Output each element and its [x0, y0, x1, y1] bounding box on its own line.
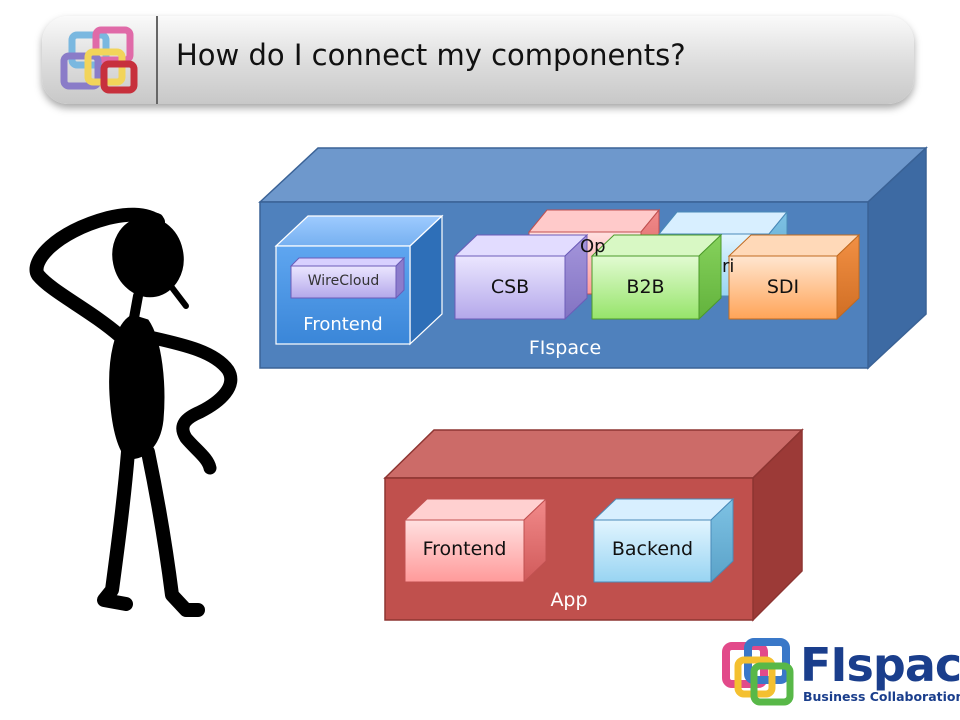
- app-frontend-label: Frontend: [422, 538, 507, 560]
- back-block-pink-label: Op: [580, 236, 606, 257]
- slide-logo-icon: [60, 26, 138, 94]
- app-top-face: [383, 429, 804, 479]
- title-divider: [156, 16, 158, 104]
- csb-label: CSB: [490, 276, 530, 298]
- slide-title: How do I connect my components?: [176, 38, 686, 72]
- brand-tagline: Business Collaboration: [803, 689, 960, 704]
- fispace-logo-icon: [722, 638, 794, 706]
- fispace-label: FIspace: [528, 337, 602, 359]
- wirecloud-block: [289, 256, 406, 300]
- b2b-block: [590, 233, 723, 321]
- app-label: App: [550, 589, 588, 611]
- fispace-frontend-label: Frontend: [303, 314, 383, 335]
- fispace-top-face: [258, 147, 928, 203]
- app-backend-label: Backend: [611, 538, 694, 560]
- sdi-label: SDI: [766, 276, 800, 298]
- thinking-figure-clipart: [29, 207, 238, 617]
- sdi-block: [727, 233, 861, 321]
- app-backend-block: [592, 497, 735, 584]
- brand-name: FIspace: [800, 638, 960, 692]
- back-block-lightblue-label: ri: [722, 256, 735, 277]
- app-frontend-block: [403, 497, 548, 584]
- csb-block: [453, 233, 589, 321]
- b2b-label: B2B: [626, 276, 665, 298]
- wirecloud-label: WireCloud: [307, 273, 380, 289]
- title-bar: [42, 16, 914, 104]
